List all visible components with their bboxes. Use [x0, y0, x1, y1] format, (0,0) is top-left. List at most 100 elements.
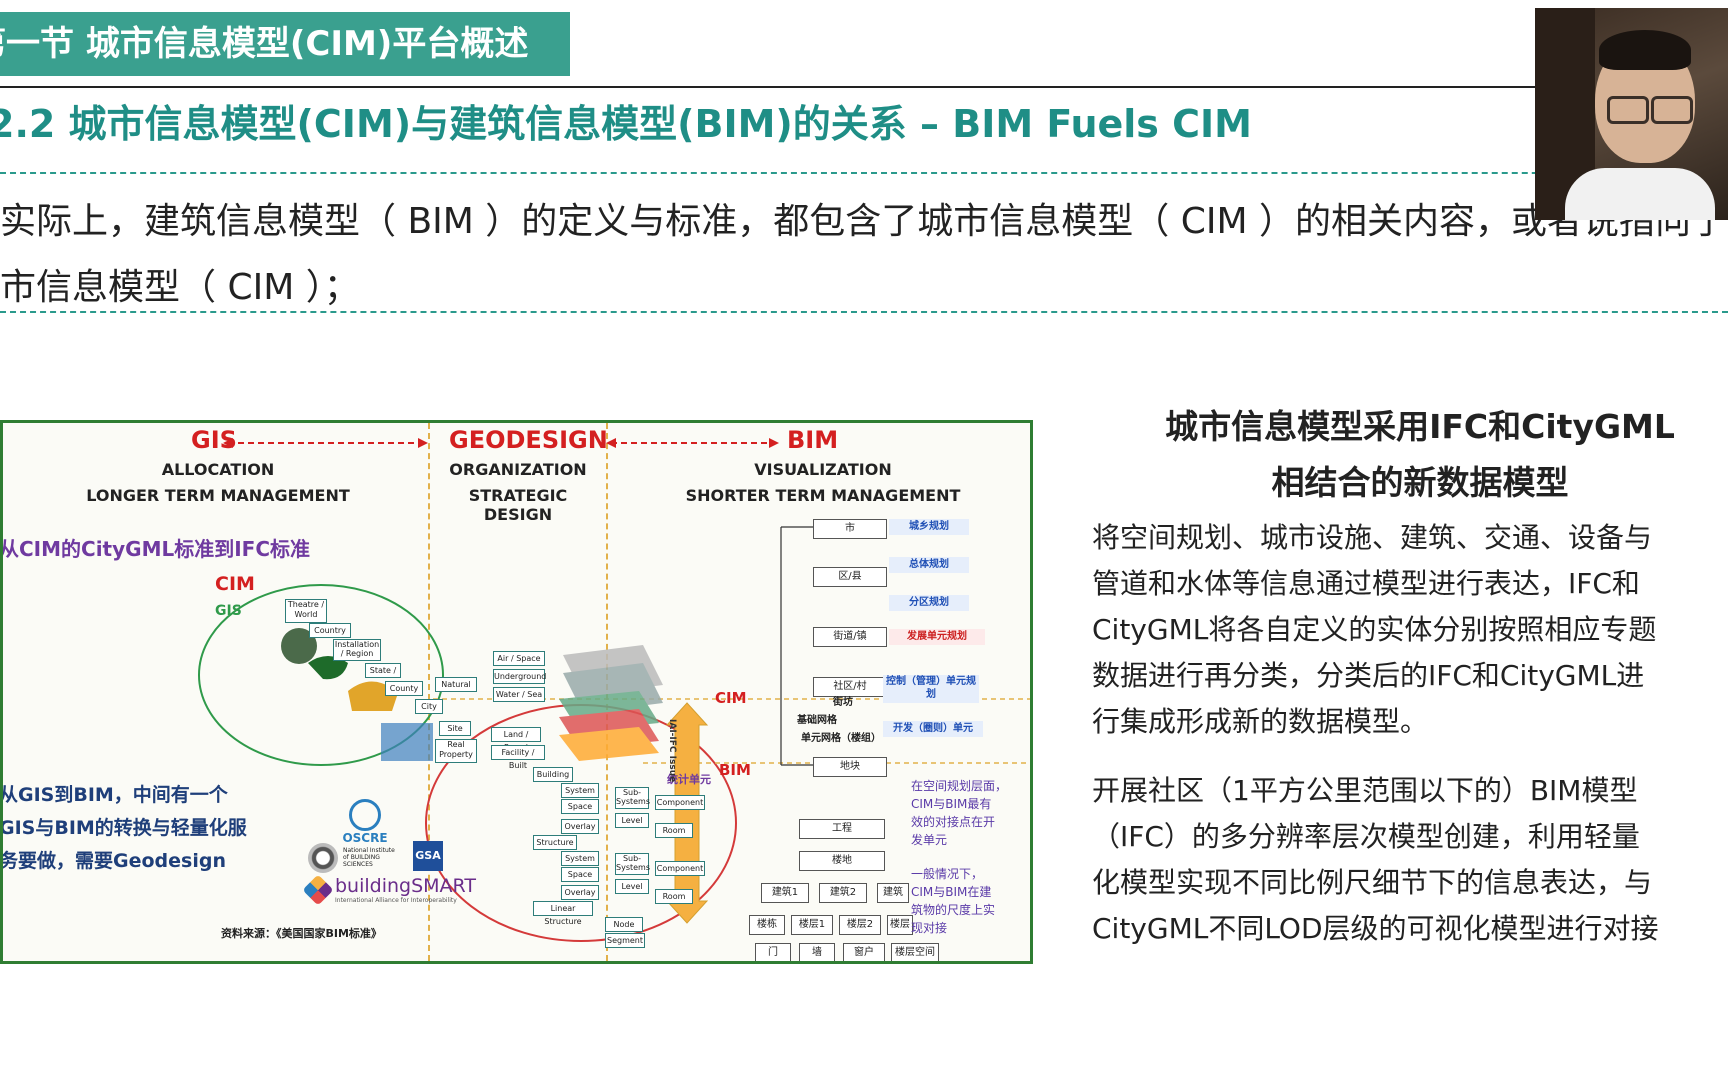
- bim-node-overlay: Overlay: [561, 819, 599, 834]
- geodesign-caption-2: STRATEGIC DESIGN: [468, 486, 568, 524]
- gis-node-world: Theatre / World: [285, 599, 327, 623]
- bim-note-building-line: 现对接: [911, 921, 948, 935]
- right-paragraph-1-line: 管道和水体等信息通过模型进行表达，IFC和: [1092, 567, 1640, 600]
- bim-node-space: Space: [561, 799, 599, 814]
- bim-note-building: 一般情况下， CIM与BIM在建 筑物的尺度上实 现对接: [911, 865, 995, 937]
- note-citygml-to-ifc: 从CIM的CityGML标准到IFC标准: [0, 537, 310, 561]
- right-paragraph-2: 开展社区（1平方公里范围以下的）BIM模型 （IFC）的多分辨率层次模型创建，利…: [1092, 768, 1728, 952]
- air-node-water-sea: Water / Sea: [493, 687, 545, 702]
- bim-node-system: System: [561, 783, 599, 798]
- right-paragraph-2-line: CityGML不同LOD层级的可视化模型进行对接: [1092, 912, 1659, 945]
- bim-node-space-2: Space: [561, 867, 599, 882]
- sub-node-room-2: Room: [655, 889, 693, 904]
- label-cim-2: CIM: [715, 689, 747, 707]
- oscre-logo-icon: [349, 799, 381, 831]
- tree-floor-n: 楼层: [887, 915, 913, 935]
- bim-caption-1: VISUALIZATION: [754, 460, 892, 479]
- label-bim-2: BIM: [719, 761, 751, 779]
- tree-floor-0: 楼栋: [749, 915, 785, 935]
- geodesign-title: GEODESIGN: [449, 426, 608, 454]
- right-paragraph-1-line: 行集成形成新的数据模型。: [1092, 705, 1429, 738]
- oscre-logo-text: OSCRE: [342, 831, 388, 845]
- tree-floor-space: 楼层空间: [891, 943, 939, 961]
- sub-node-component: Component: [655, 795, 705, 810]
- plan-level-master: 总体规划: [889, 557, 969, 573]
- bim-caption-2: SHORTER TERM MANAGEMENT: [685, 486, 961, 505]
- oscre-logo: OSCRE: [341, 799, 389, 845]
- admin-level-street: 街道/镇: [813, 627, 887, 647]
- presenter-hair: [1599, 30, 1691, 70]
- right-title: 城市信息模型采用IFC和CityGML 相结合的新数据模型: [1060, 400, 1728, 504]
- right-title-line-2: 相结合的新数据模型: [1271, 463, 1569, 502]
- plan-level-control: 控制（管理）单元规划: [883, 675, 979, 703]
- gis-node-region: Installation / Region: [333, 639, 381, 661]
- sub-node-level-2: Level: [615, 879, 649, 894]
- label-cim: CIM: [215, 573, 255, 595]
- dashed-divider-top: [0, 172, 1728, 174]
- bim-node-system-2: System: [561, 851, 599, 866]
- right-paragraph-2-line: 化模型实现不同比例尺细节下的信息表达，与: [1092, 866, 1653, 899]
- gis-caption-1: ALLOCATION: [161, 460, 275, 479]
- label-gis: GIS: [215, 603, 242, 619]
- sub-node-room: Room: [655, 823, 693, 838]
- glasses-right: [1651, 96, 1693, 124]
- section-title: 第一节 城市信息模型(CIM)平台概述: [0, 24, 529, 64]
- sub-node-component-2: Component: [655, 861, 705, 876]
- bim-note-planning-line: 效的对接点在开: [911, 815, 996, 829]
- right-paragraph-2-line: 开展社区（1平方公里范围以下的）BIM模型: [1092, 774, 1638, 807]
- gis-caption-2: LONGER TERM MANAGEMENT: [86, 486, 350, 505]
- note-gis-to-bim-line: GIS与BIM的转换与轻量化服: [0, 817, 247, 839]
- glasses-left: [1607, 96, 1649, 124]
- tree-building-2: 建筑2: [819, 883, 867, 903]
- note-gis-to-bim: 从GIS到BIM，中间有一个 GIS与BIM的转换与轻量化服 务要做，需要Geo…: [0, 779, 247, 878]
- mid-node-land-parcel: Land / Parcel: [491, 727, 541, 752]
- slide-subtitle: 2.2 城市信息模型(CIM)与建筑信息模型(BIM)的关系 – BIM Fue…: [0, 102, 1252, 146]
- mid-node-facility: Facility / Built: [491, 745, 545, 770]
- tree-wall: 墙: [799, 943, 835, 961]
- admin-level-district: 区/县: [813, 567, 887, 587]
- right-paragraph-1-line: CityGML将各自定义的实体分别按照相应专题: [1092, 613, 1657, 646]
- sub-node-level: Level: [615, 813, 649, 828]
- sub-node-subsystems: Sub-Systems: [615, 787, 650, 809]
- note-gis-to-bim-line: 务要做，需要Geodesign: [0, 850, 226, 872]
- gis-node-county: County: [385, 681, 423, 696]
- intro-line-1: 实际上，建筑信息模型（ BIM ）的定义与标准，都包含了城市信息模型（ CIM …: [0, 201, 1727, 242]
- mid-node-site: Site: [439, 721, 471, 736]
- geodesign-caption-1: ORGANIZATION: [449, 460, 587, 479]
- mid-node-real-property: Real Property: [435, 739, 477, 763]
- bim-note-building-line: 筑物的尺度上实: [911, 903, 996, 917]
- admin-level-plot: 地块: [813, 757, 887, 777]
- tree-floor-2: 楼层2: [839, 915, 881, 935]
- dashed-divider-bottom: [0, 311, 1728, 313]
- tree-floor-1: 楼层1: [791, 915, 833, 935]
- bim-node-building: Building: [533, 767, 573, 782]
- right-paragraph-1-line: 数据进行再分类，分类后的IFC和CityGML进: [1092, 659, 1645, 692]
- section-header: 第一节 城市信息模型(CIM)平台概述: [0, 12, 570, 76]
- nibs-logo-text: National Institute of BUILDING SCIENCES: [343, 847, 395, 868]
- bim-note-planning-line: 发单元: [911, 833, 948, 847]
- figure-source: 资料来源：《美国国家BIM标准》: [221, 927, 382, 940]
- tree-site: 楼地: [799, 851, 885, 871]
- plan-level-district: 分区规划: [889, 595, 969, 611]
- admin-level-community: 社区/村: [813, 677, 887, 697]
- plan-level-urban-rural: 城乡规划: [889, 519, 969, 535]
- note-gis-to-bim-line: 从GIS到BIM，中间有一个: [0, 784, 228, 806]
- sub-node-subsystems-2: Sub-Systems: [615, 853, 650, 875]
- presenter-video: [1535, 8, 1728, 220]
- presenter-shirt: [1565, 168, 1715, 220]
- admin-level-block: 街坊: [833, 697, 853, 708]
- ifc-issue-label: IAI-IFC Issue: [667, 719, 677, 783]
- tree-building-1: 建筑1: [761, 883, 809, 903]
- gis-node-state: State /: [365, 663, 401, 678]
- bim-note-planning-line: CIM与BIM最有: [911, 797, 992, 811]
- right-paragraph-2-line: （IFC）的多分辨率层次模型创建，利用轻量: [1092, 820, 1640, 853]
- tree-window: 窗户: [843, 943, 885, 961]
- bim-node-segment: Segment: [605, 933, 645, 948]
- bim-node-overlay-2: Overlay: [561, 885, 599, 900]
- top-arrows: [223, 438, 779, 448]
- gis-node-city: City: [415, 699, 443, 714]
- bim-note-building-line: 一般情况下，: [911, 867, 984, 881]
- right-paragraph-1-line: 将空间规划、城市设施、建筑、交通、设备与: [1092, 521, 1653, 554]
- bim-title: BIM: [787, 426, 839, 454]
- buildingsmart-logo-text: buildingSMART: [335, 875, 476, 897]
